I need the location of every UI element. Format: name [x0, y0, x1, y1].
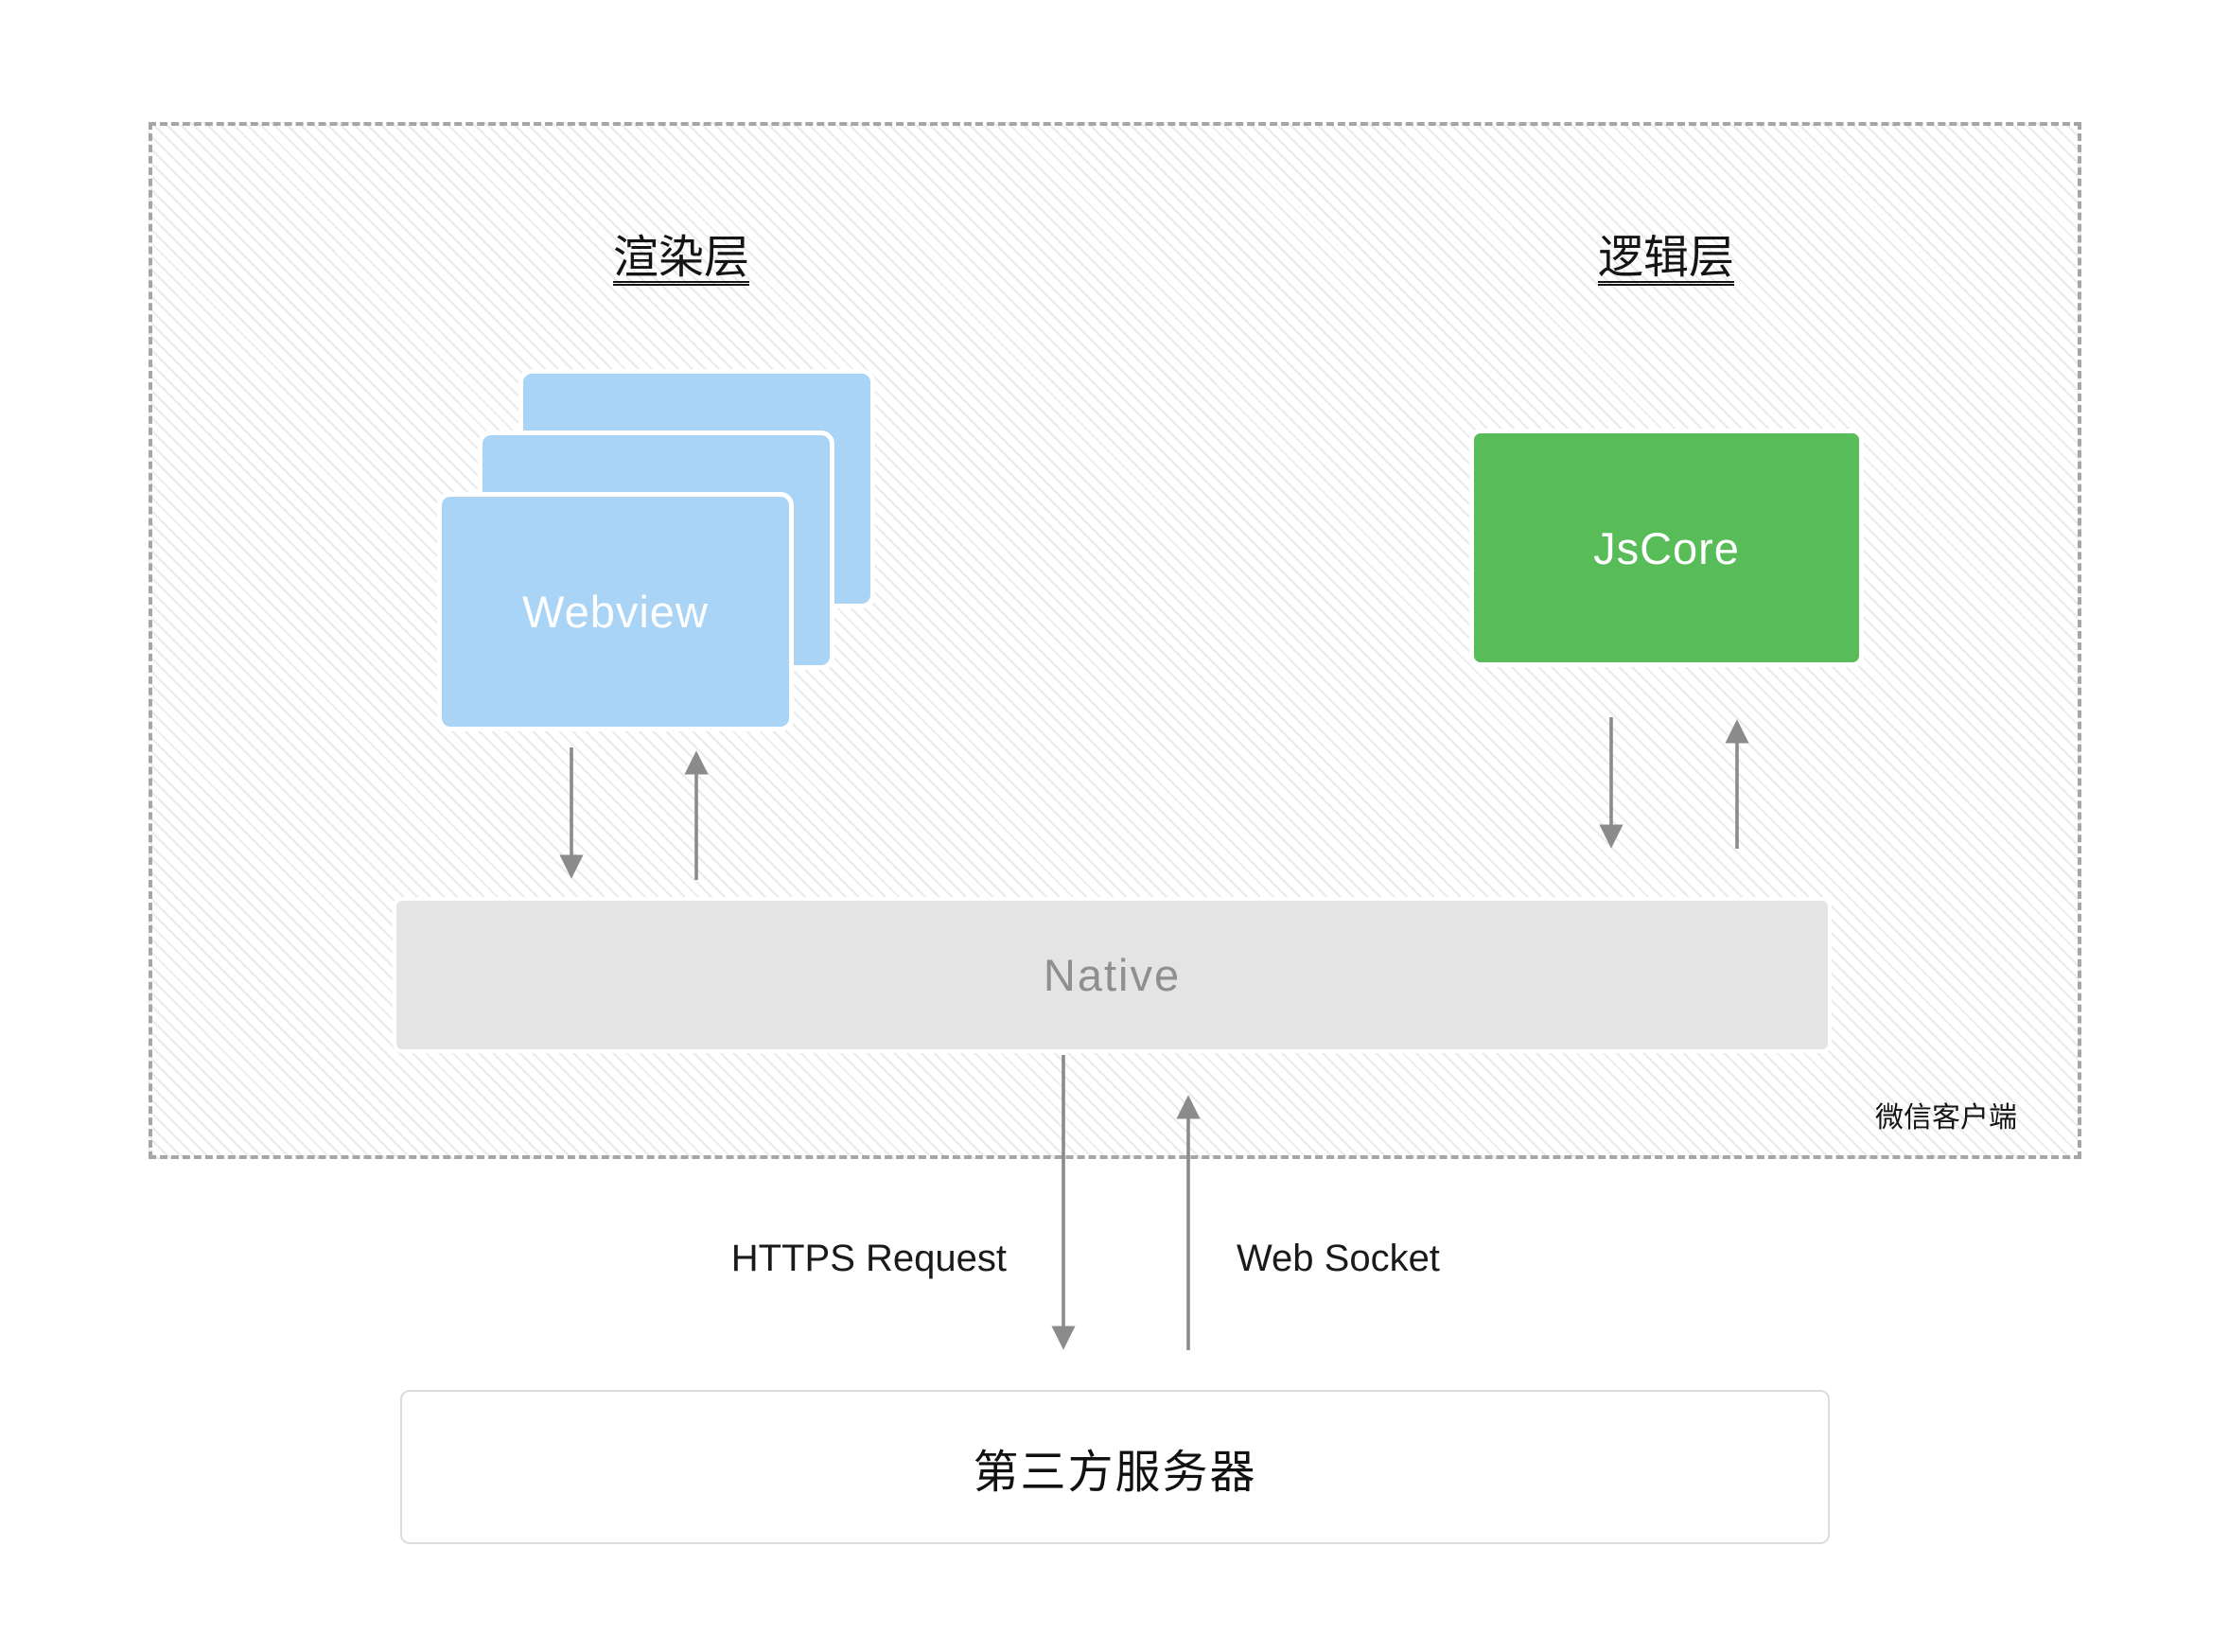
https-request-label: HTTPS Request [730, 1238, 1007, 1279]
jscore-label: JsCore [1593, 522, 1740, 573]
native-bar: Native [393, 897, 1832, 1053]
websocket-label: Web Socket [1237, 1238, 1440, 1279]
webview-card-front: Webview [437, 492, 794, 731]
native-label: Native [1043, 950, 1182, 1000]
third-party-server-label: 第三方服务器 [973, 1447, 1257, 1498]
jscore-box: JsCore [1469, 429, 1864, 667]
webview-label: Webview [522, 587, 709, 637]
logic-layer-title: 逻辑层 [1597, 233, 1735, 283]
third-party-server-box: 第三方服务器 [400, 1390, 1830, 1544]
render-layer-title: 渲染层 [612, 233, 750, 283]
wechat-client-label: 微信客户端 [1875, 1102, 2017, 1134]
